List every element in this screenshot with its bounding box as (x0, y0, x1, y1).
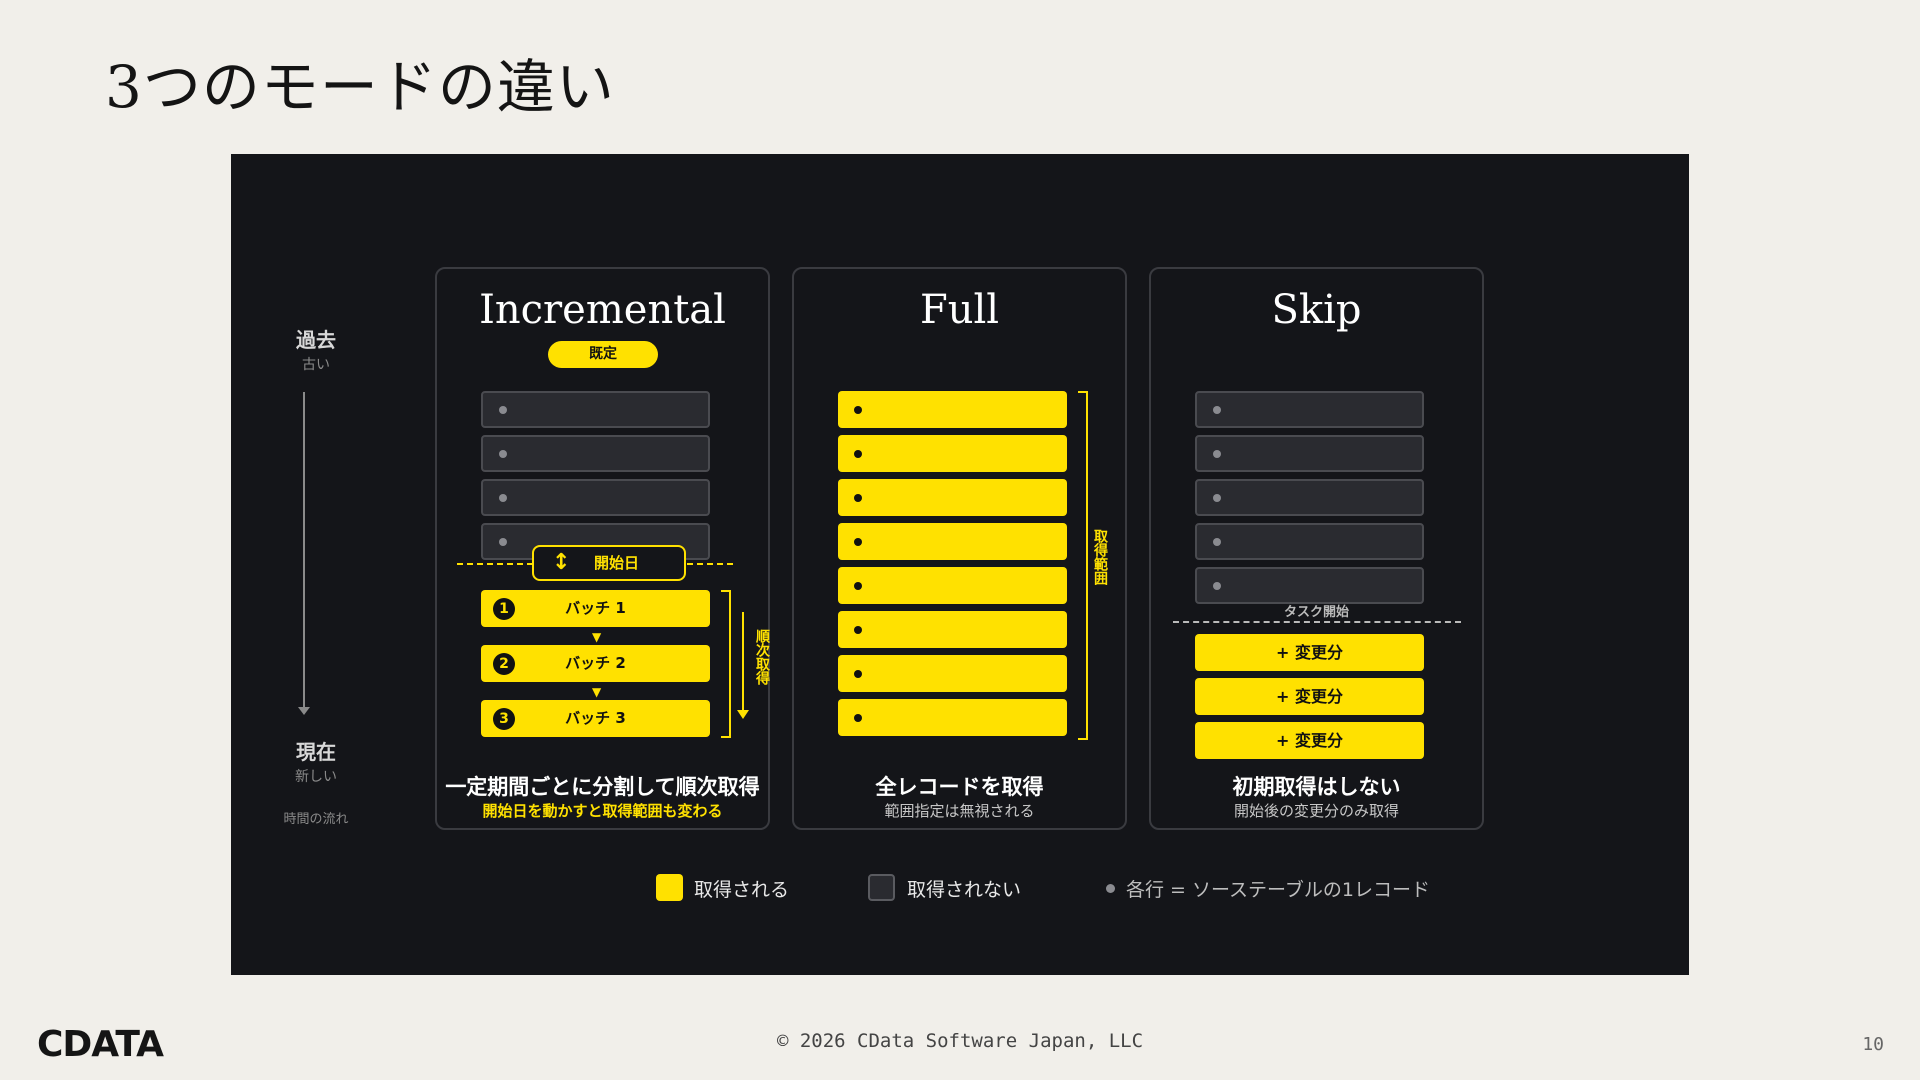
legend-fetched-label: 取得される (694, 879, 790, 901)
record-row-fetched (838, 479, 1067, 516)
batch-row: 1 バッチ 1 (481, 590, 710, 627)
record-dot-icon (499, 449, 507, 458)
full-caption: 全レコードを取得 (875, 775, 1044, 799)
change-row: + 変更分 (1195, 634, 1424, 671)
incremental-caption: 一定期間ごとに分割して順次取得 (445, 775, 760, 799)
skip-caption: 初期取得はしない (1232, 775, 1401, 799)
full-subcaption: 範囲指定は無視される (884, 802, 1035, 820)
cdata-logo: CDATA (37, 1024, 164, 1065)
skip-subcaption: 開始後の変更分のみ取得 (1233, 802, 1399, 820)
record-dot-icon (1213, 581, 1221, 590)
full-title: Full (919, 287, 1000, 333)
record-row-fetched (838, 567, 1067, 604)
record-row-fetched (838, 611, 1067, 648)
record-dot-icon (854, 713, 862, 722)
timeline-line (303, 392, 305, 712)
record-row-not-fetched (481, 479, 710, 516)
record-row-not-fetched (1195, 391, 1424, 428)
legend-not-fetched-label: 取得されない (907, 879, 1022, 901)
record-dot-icon (854, 493, 862, 502)
sequence-arrow-icon (737, 710, 749, 719)
default-badge: 既定 (548, 341, 658, 368)
timeline-now-sub: 新しい (295, 769, 337, 785)
record-dot-icon (499, 493, 507, 502)
incremental-column: Incremental 既定 ↕ 開始日 1 バッチ 1 ▼ 2 バッチ 2 ▼… (435, 267, 770, 830)
record-dot-icon (854, 449, 862, 458)
diagram-panel: 過去 古い 現在 新しい 時間の流れ Incremental 既定 ↕ 開始日 … (231, 154, 1689, 975)
batch-label: バッチ 1 (565, 599, 626, 617)
batch-number-badge: 3 (493, 708, 515, 730)
record-dot-icon (854, 537, 862, 546)
record-row-fetched (838, 699, 1067, 736)
down-arrow-icon: ▼ (592, 685, 602, 699)
timeline-flow-label: 時間の流れ (283, 812, 349, 827)
record-dot-icon (854, 625, 862, 634)
full-column: Full 取得範囲 全レコードを取得 範囲指定は無視される (792, 267, 1127, 830)
record-row-fetched (838, 655, 1067, 692)
batch-range-bracket (721, 590, 731, 738)
legend-not-fetched-swatch (868, 874, 895, 901)
record-dot-icon (1213, 405, 1221, 414)
record-row-not-fetched (481, 391, 710, 428)
incremental-title: Incremental (479, 287, 726, 333)
vertical-arrows-icon: ↕ (552, 550, 571, 575)
record-dot-icon (499, 405, 507, 414)
record-dot-icon (854, 581, 862, 590)
timeline-past-sub: 古い (302, 357, 330, 373)
change-row: + 変更分 (1195, 678, 1424, 715)
record-row-not-fetched (1195, 479, 1424, 516)
record-dot-icon (854, 405, 862, 414)
legend-dot-icon (1106, 884, 1115, 893)
record-row-fetched (838, 523, 1067, 560)
record-dot-icon (854, 669, 862, 678)
sequential-fetch-label: 順次取得 (754, 629, 770, 685)
timeline-arrow-icon (298, 707, 310, 715)
record-row-not-fetched (1195, 435, 1424, 472)
start-date-handle[interactable]: ↕ 開始日 (532, 545, 686, 581)
timeline-now-label: 現在 (296, 740, 336, 764)
task-start-line (1173, 621, 1461, 623)
start-date-label: 開始日 (594, 554, 640, 572)
down-arrow-icon: ▼ (592, 630, 602, 644)
legend-fetched-swatch (656, 874, 683, 901)
fetch-range-bracket (1078, 391, 1088, 740)
incremental-subcaption: 開始日を動かすと取得範囲も変わる (482, 802, 723, 820)
batch-row: 3 バッチ 3 (481, 700, 710, 737)
batch-number-badge: 2 (493, 653, 515, 675)
record-row-not-fetched (481, 435, 710, 472)
skip-column: Skip タスク開始 + 変更分 + 変更分 + 変更分 初期取得はしない 開始… (1149, 267, 1484, 830)
legend-row-meaning: 各行 = ソーステーブルの1レコード (1126, 879, 1430, 901)
task-start-label: タスク開始 (1283, 605, 1349, 620)
change-row: + 変更分 (1195, 722, 1424, 759)
batch-row: 2 バッチ 2 (481, 645, 710, 682)
batch-label: バッチ 2 (565, 654, 626, 672)
copyright: © 2026 CData Software Japan, LLC (776, 1030, 1144, 1052)
page-number: 10 (1862, 1034, 1884, 1055)
sequence-arrow-line (742, 612, 744, 712)
record-dot-icon (1213, 537, 1221, 546)
record-row-fetched (838, 435, 1067, 472)
fetch-range-label: 取得範囲 (1092, 529, 1108, 585)
record-row-not-fetched (1195, 567, 1424, 604)
batch-number-badge: 1 (493, 598, 515, 620)
record-row-not-fetched (1195, 523, 1424, 560)
record-row-fetched (838, 391, 1067, 428)
timeline-past-label: 過去 (296, 328, 336, 352)
record-dot-icon (1213, 449, 1221, 458)
skip-title: Skip (1271, 287, 1362, 333)
record-dot-icon (1213, 493, 1221, 502)
batch-label: バッチ 3 (565, 709, 626, 727)
record-dot-icon (499, 537, 507, 546)
slide-title: 3つのモードの違い (105, 53, 615, 121)
